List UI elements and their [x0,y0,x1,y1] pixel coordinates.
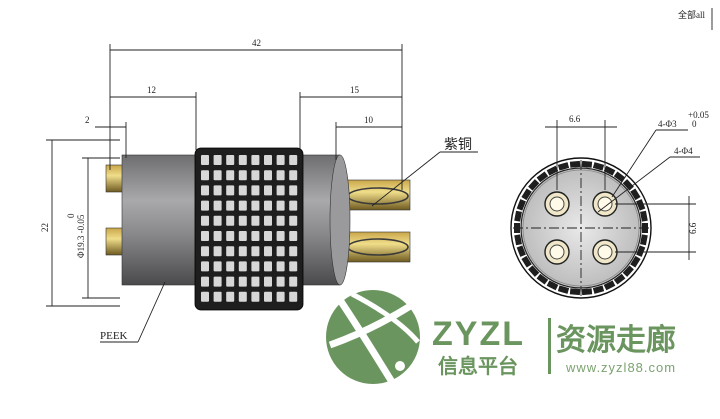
watermark-cn-title: 资源走廊 [556,323,676,357]
dim-right-pins: 15 [350,85,360,95]
dim-left-body: 12 [147,85,156,95]
dim-hole-small: 4-Φ3 [658,119,677,129]
dim-diameter-tol-upper: 0 [66,213,76,218]
dim-tol-upper: +0.05 [688,110,709,120]
dim-pin-length: 10 [364,115,374,125]
knurled-ring [194,147,304,311]
end-view-holes [544,191,618,265]
dim-hole-spacing-h: 6.6 [569,114,581,124]
side-view-dimensions: 42 12 15 10 2 22 Φ19.3 -0.05 0 [40,38,403,307]
watermark-brand: ZYZL [432,315,525,353]
watermark-url: www.zyzl88.com [565,360,676,375]
watermark-subtitle: 信息平台 [438,354,518,378]
dim-overall: 42 [252,38,261,48]
side-view [105,147,411,311]
title-block-corner: 全部all [678,8,713,30]
dim-hole-large: 4-Φ4 [674,146,693,156]
dim-small-offset: 2 [85,115,90,125]
dim-height: 22 [40,223,50,232]
label-peek: PEEK [100,330,128,342]
dim-tol-lower: 0 [692,119,697,129]
end-view [510,157,652,299]
watermark: ZYZL 资源走廊 信息平台 www.zyzl88.com [326,290,676,384]
end-view-dimensions: 6.6 6.6 4-Φ3 +0.05 0 4-Φ4 [545,110,709,260]
side-view-leaders: 紫铜 PEEK [100,137,478,343]
label-copper: 紫铜 [444,137,472,153]
dim-diameter: Φ19.3 -0.05 [76,214,86,258]
watermark-logo [326,290,420,384]
dim-hole-spacing-v: 6.6 [688,222,698,234]
note-all: 全部all [678,9,705,20]
